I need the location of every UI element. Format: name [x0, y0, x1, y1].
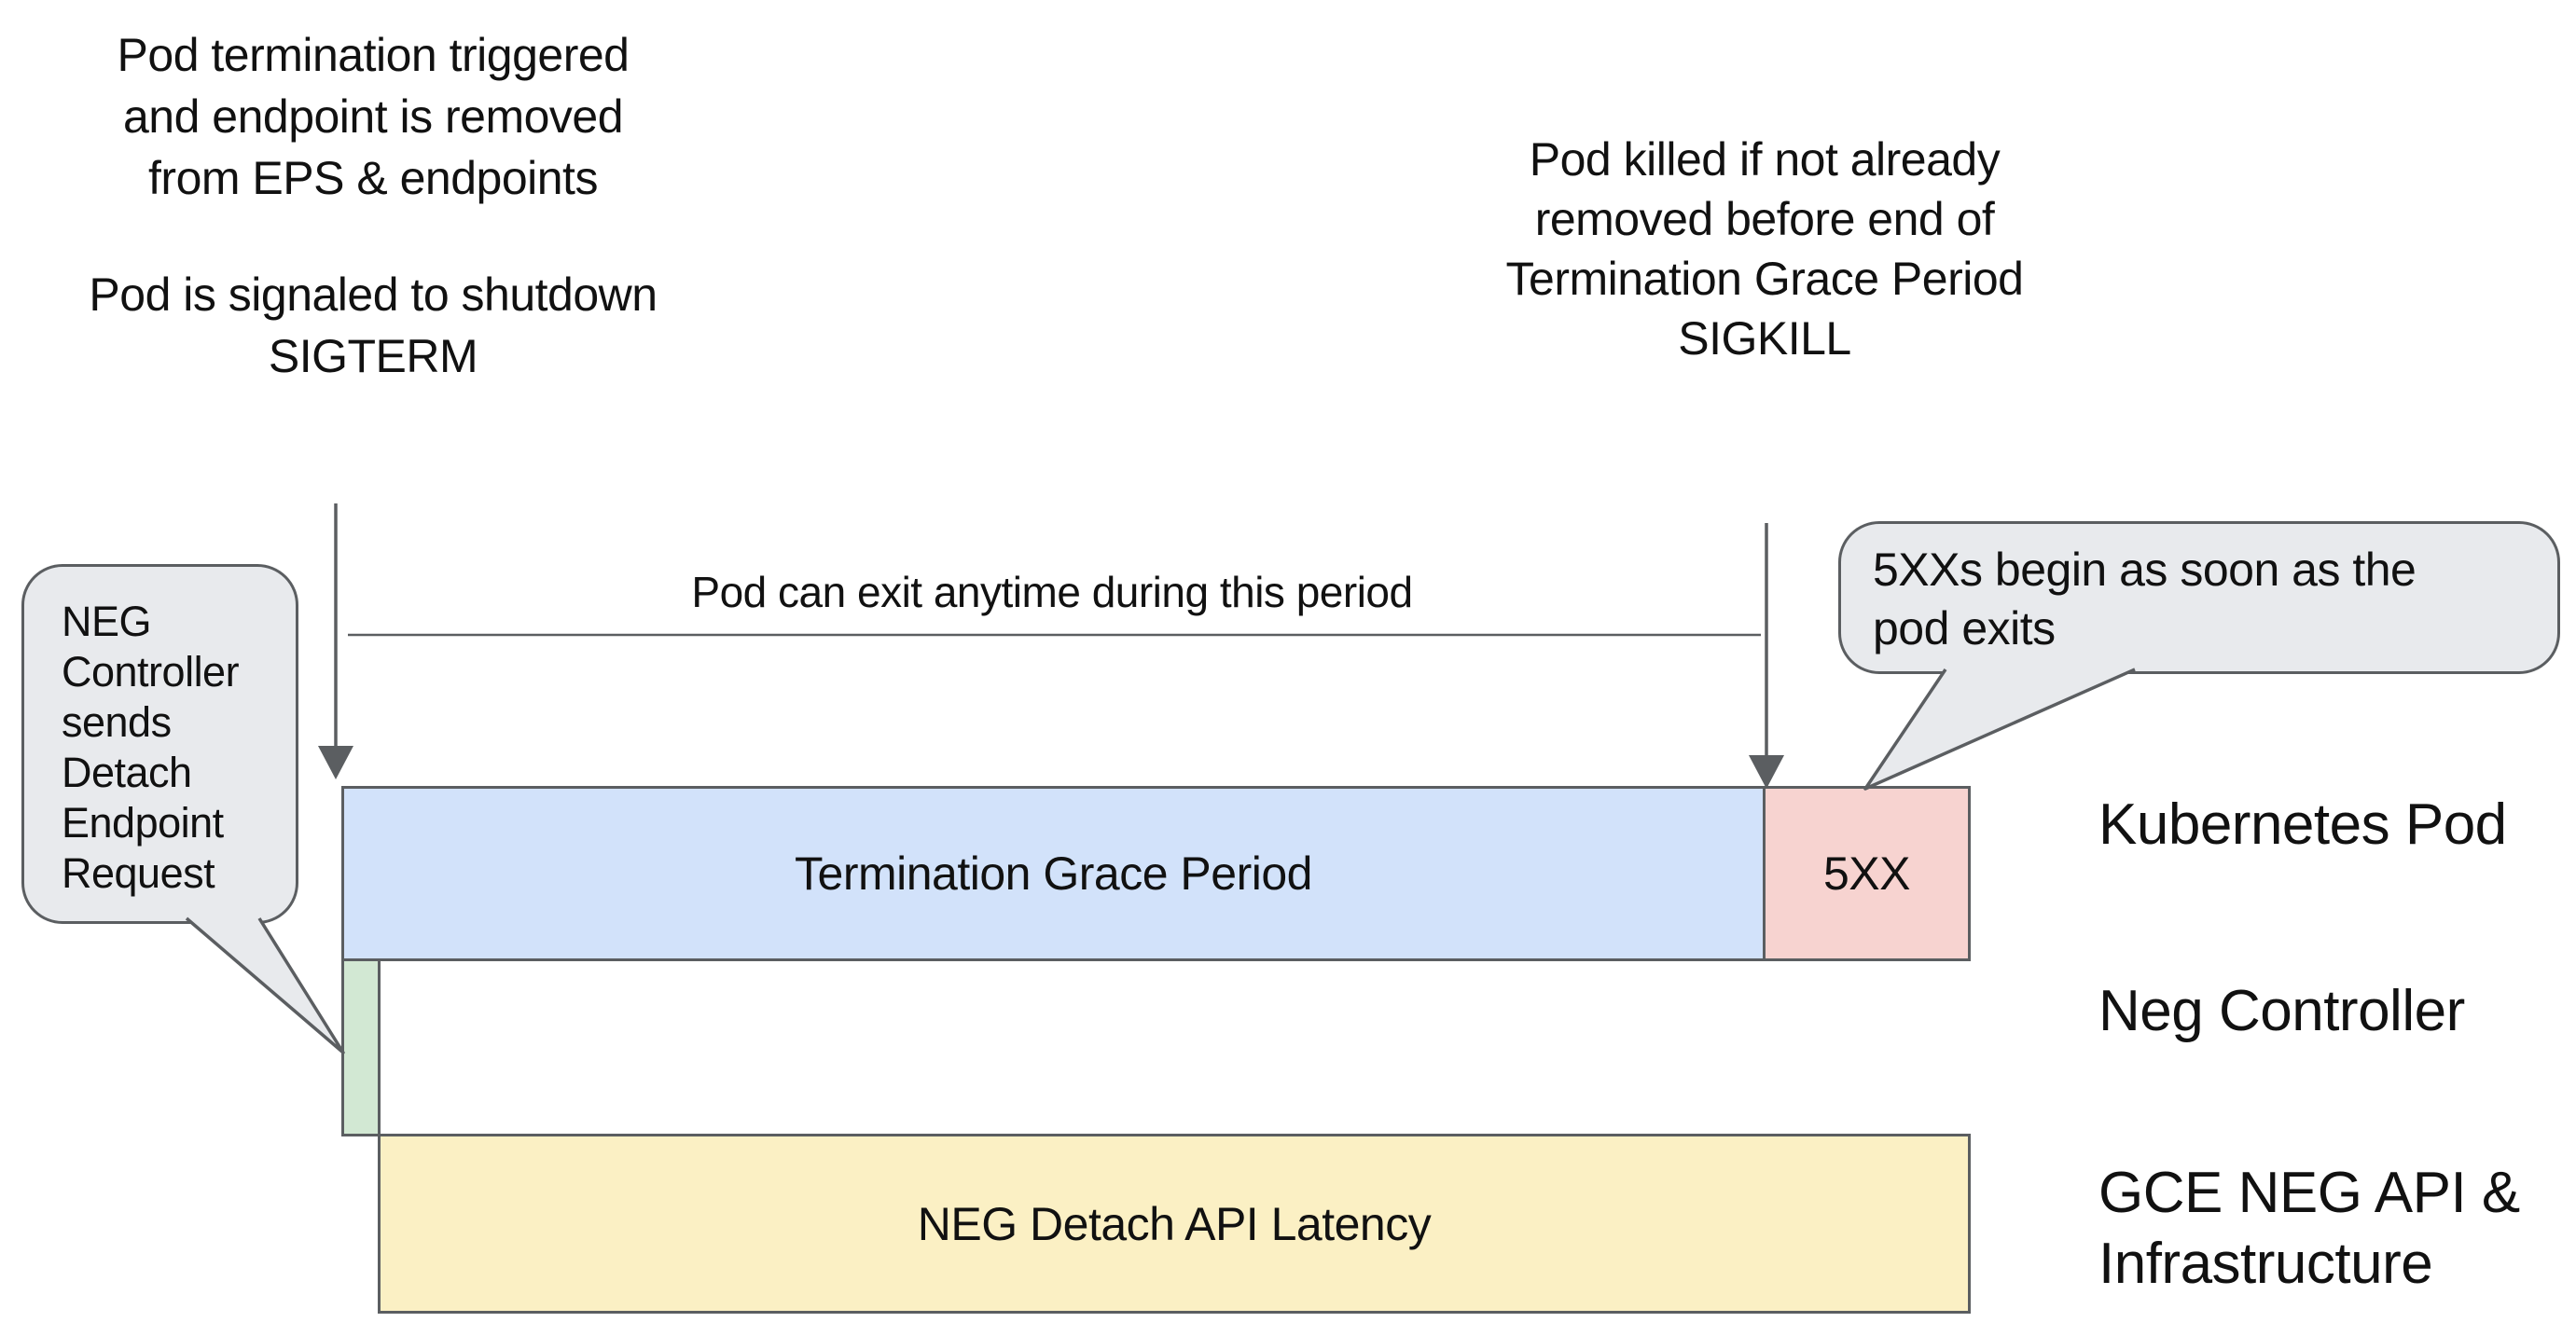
bar-termination-grace-period: Termination Grace Period [341, 786, 1766, 961]
bar-label: 5XX [1822, 847, 1911, 900]
annotation-sigkill: Pod killed if not already removed before… [1410, 130, 2119, 368]
annotation-line: Pod termination triggered [117, 29, 630, 81]
annotation-line: Pod is signaled to shutdown [89, 269, 658, 321]
annotation-line: Pod killed if not already [1529, 133, 2001, 186]
period-label: Pod can exit anytime during this period [691, 568, 1413, 616]
annotation-line: SIGKILL [1678, 312, 1851, 365]
annotation-sigterm: Pod is signaled to shutdown SIGTERM [23, 264, 723, 387]
annotation-line: from EPS & endpoints [148, 152, 598, 204]
sigkill-arrowhead-icon [1749, 755, 1784, 789]
annotation-pod-termination: Pod termination triggered and endpoint i… [23, 24, 723, 387]
callout-line: pod exits [1873, 602, 2056, 654]
callout-neg-controller: NEG Controller sends Detach Endpoint Req… [21, 564, 298, 924]
annotation-line: SIGTERM [268, 330, 478, 382]
bar-5xx: 5XX [1763, 786, 1971, 961]
bar-label: NEG Detach API Latency [917, 1197, 1432, 1250]
callout-line: Endpoint [62, 799, 224, 847]
annotation-line: and endpoint is removed [122, 90, 624, 143]
callout-line: 5XXs begin as soon as the [1873, 544, 2417, 596]
bar-neg-detach-request [341, 958, 381, 1136]
row-label-neg-controller: Neg Controller [2098, 979, 2465, 1043]
callout-line: Detach [62, 749, 192, 796]
row-label-gce-neg-api: GCE NEG API & Infrastructure [2098, 1158, 2520, 1300]
row-label-line: Infrastructure [2098, 1232, 2433, 1296]
bar-label: Termination Grace Period [795, 847, 1312, 900]
row-label-kubernetes-pod: Kubernetes Pod [2098, 792, 2507, 857]
annotation-line: removed before end of [1534, 193, 1995, 245]
row-label-line: GCE NEG API & [2098, 1161, 2520, 1225]
sigterm-arrowhead-icon [318, 746, 353, 779]
callout-line: NEG [62, 598, 152, 645]
callout-line: sends [62, 698, 172, 746]
callout-tail-left [185, 916, 345, 1054]
callout-line: Request [62, 849, 215, 897]
callout-5xx: 5XXs begin as soon as the pod exits [1838, 521, 2560, 674]
bar-neg-detach-api-latency: NEG Detach API Latency [378, 1134, 1971, 1314]
callout-line: Controller [62, 648, 240, 696]
annotation-line: Termination Grace Period [1505, 253, 2024, 305]
callout-tail-right [1863, 668, 2136, 791]
